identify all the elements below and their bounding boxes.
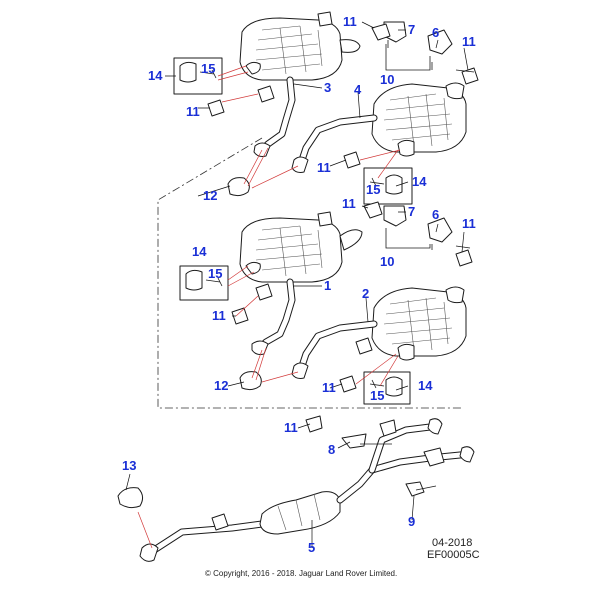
- callout-7: 7: [408, 22, 415, 37]
- callout-15: 15: [201, 61, 215, 76]
- callout-11: 11: [343, 14, 357, 29]
- section-frame: [157, 137, 462, 409]
- callout-11: 11: [317, 160, 331, 175]
- callout-11: 11: [462, 216, 476, 231]
- callout-14: 14: [412, 174, 427, 189]
- bracket-set-mid: [231, 201, 473, 393]
- callout-6: 6: [432, 25, 439, 40]
- leader-lines-red: [137, 65, 401, 549]
- muffler-right-top: [291, 82, 467, 173]
- callout-11: 11: [212, 308, 226, 323]
- callout-1: 1: [324, 278, 331, 293]
- callout-9: 9: [408, 514, 415, 529]
- callout-11: 11: [284, 420, 298, 435]
- callout-15: 15: [366, 182, 380, 197]
- callout-14: 14: [148, 68, 163, 83]
- caption-code: EF00005C: [427, 549, 480, 561]
- callout-7: 7: [408, 204, 415, 219]
- mount-box-top-right: [363, 167, 413, 205]
- callout-11: 11: [462, 34, 476, 49]
- callout-11: 11: [322, 380, 336, 395]
- callout-15: 15: [208, 266, 222, 281]
- callout-14: 14: [418, 378, 433, 393]
- callout-10: 10: [380, 72, 394, 87]
- callout-13: 13: [122, 458, 136, 473]
- callout-3: 3: [324, 80, 331, 95]
- callout-15: 15: [370, 388, 384, 403]
- callout-11: 11: [342, 196, 356, 211]
- front-pipe-assembly: [139, 418, 475, 562]
- muffler-right-mid: [291, 286, 467, 379]
- callouts: 11 7 6 11 14 15 10 3 4 11 11 15 14 12 11…: [122, 14, 476, 555]
- callout-10: 10: [380, 254, 394, 269]
- caption-date: 04-2018: [432, 537, 472, 549]
- copyright-notice: © Copyright, 2016 - 2018. Jaguar Land Ro…: [205, 569, 397, 578]
- callout-2: 2: [362, 286, 369, 301]
- callout-12: 12: [203, 188, 217, 203]
- callout-6: 6: [432, 207, 439, 222]
- callout-8: 8: [328, 442, 335, 457]
- hanger-set-bottom: [117, 415, 445, 509]
- muffler-left-mid: [239, 211, 363, 355]
- callout-5: 5: [308, 540, 315, 555]
- leader-lines-black: [125, 21, 469, 548]
- callout-11: 11: [186, 104, 200, 119]
- callout-14: 14: [192, 244, 207, 259]
- muffler-left-top: [239, 11, 361, 157]
- callout-12: 12: [214, 378, 228, 393]
- mount-box-mid-left: [179, 265, 229, 301]
- bracket-set-top: [207, 21, 479, 197]
- callout-4: 4: [354, 82, 362, 97]
